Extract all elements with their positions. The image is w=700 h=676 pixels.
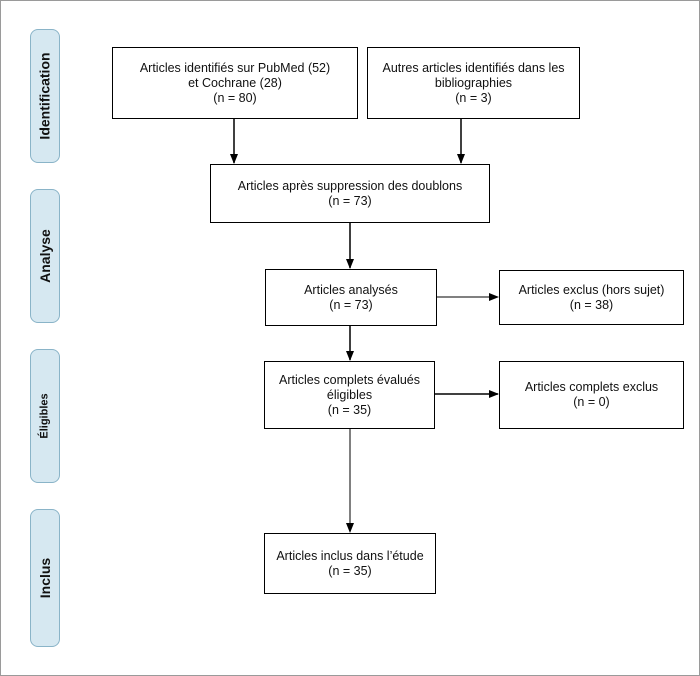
box-inclus-line1: Articles inclus dans l’étude [276, 548, 424, 563]
phase-identification: Identification [30, 29, 60, 163]
phase-inclus: Inclus [30, 509, 60, 647]
box-articles-complets-evalues: Articles complets évalués éligibles (n =… [264, 361, 435, 429]
phase-analyse: Analyse [30, 189, 60, 323]
box-pubmed-line1: Articles identifiés sur PubMed (52) [139, 60, 331, 75]
phase-eligibles: Éligibles [30, 349, 60, 483]
box-complets-line3: (n = 35) [327, 402, 372, 417]
box-articles-analyses: Articles analysés (n = 73) [265, 269, 437, 326]
flow-arrows [230, 119, 499, 533]
box-articles-complets-exclus: Articles complets exclus (n = 0) [499, 361, 684, 429]
box-doublons-line2: (n = 73) [328, 193, 372, 208]
box-exclus-line2: (n = 38) [569, 297, 614, 312]
box-exclus-line1: Articles exclus (hors sujet) [518, 282, 665, 297]
box-pubmed-line2: et Cochrane (28) [188, 75, 282, 90]
box-autres-line3: (n = 3) [455, 90, 492, 105]
box-complets-exclus-line1: Articles complets exclus [524, 380, 659, 394]
box-analyses-line1: Articles analysés [304, 282, 398, 297]
box-doublons-line1: Articles après suppression des doublons [237, 178, 463, 193]
box-articles-inclus: Articles inclus dans l’étude (n = 35) [264, 533, 436, 594]
box-autres-line1: Autres articles identifiés dans les [382, 60, 565, 75]
box-suppression-doublons: Articles après suppression des doublons … [210, 164, 490, 223]
box-pubmed-cochrane: Articles identifiés sur PubMed (52) et C… [112, 47, 358, 119]
prisma-flow-diagram: Identification Analyse Éligibles Inclus … [10, 27, 690, 649]
box-autres-articles: Autres articles identifiés dans les bibl… [367, 47, 580, 119]
box-analyses-line2: (n = 73) [329, 297, 373, 312]
box-pubmed-line3: (n = 80) [213, 90, 257, 105]
box-inclus-line2: (n = 35) [328, 563, 372, 578]
box-complets-line1: Articles complets évalués [278, 372, 421, 387]
box-complets-exclus-line2: (n = 0) [573, 395, 610, 409]
box-articles-exclus: Articles exclus (hors sujet) (n = 38) [499, 270, 684, 325]
box-autres-line2: bibliographies [434, 75, 513, 90]
box-complets-line2: éligibles [326, 387, 373, 402]
